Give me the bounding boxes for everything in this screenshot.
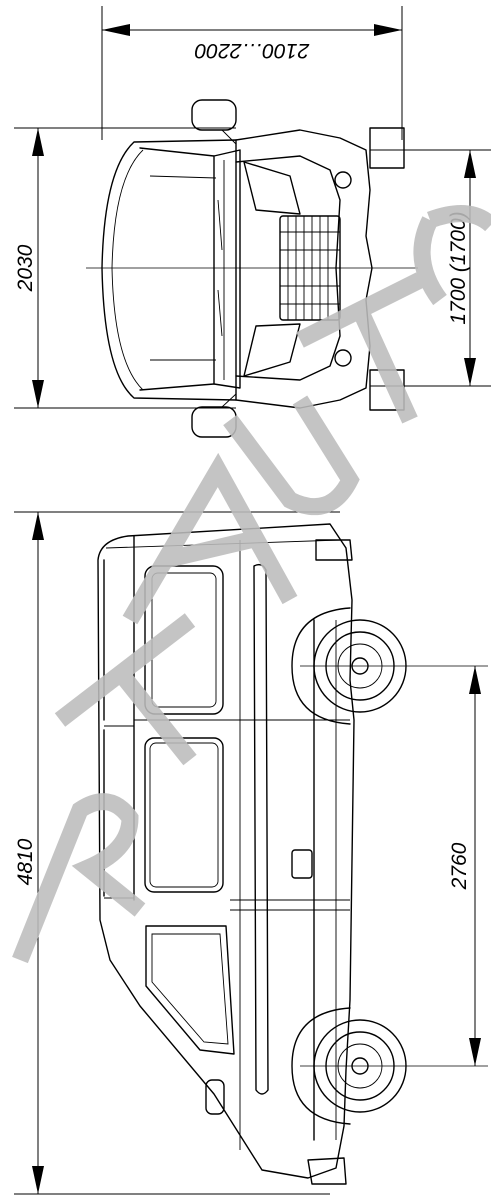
overall-width-label: 2100…2200 [194,39,310,62]
track-label: 1700 (1700) [447,211,470,324]
dimension-overall-width: 2100…2200 [101,6,403,140]
body-width-label: 2030 [14,244,37,292]
watermark-logo [12,205,491,964]
dimension-body-width: 2030 [14,127,236,409]
front-view [86,99,418,438]
side-view [97,523,488,1185]
dimension-length: 4810 [14,511,340,1195]
wheelbase-label: 2760 [448,842,471,890]
dimension-wheelbase: 2760 [448,666,481,1066]
length-label: 4810 [14,838,37,885]
